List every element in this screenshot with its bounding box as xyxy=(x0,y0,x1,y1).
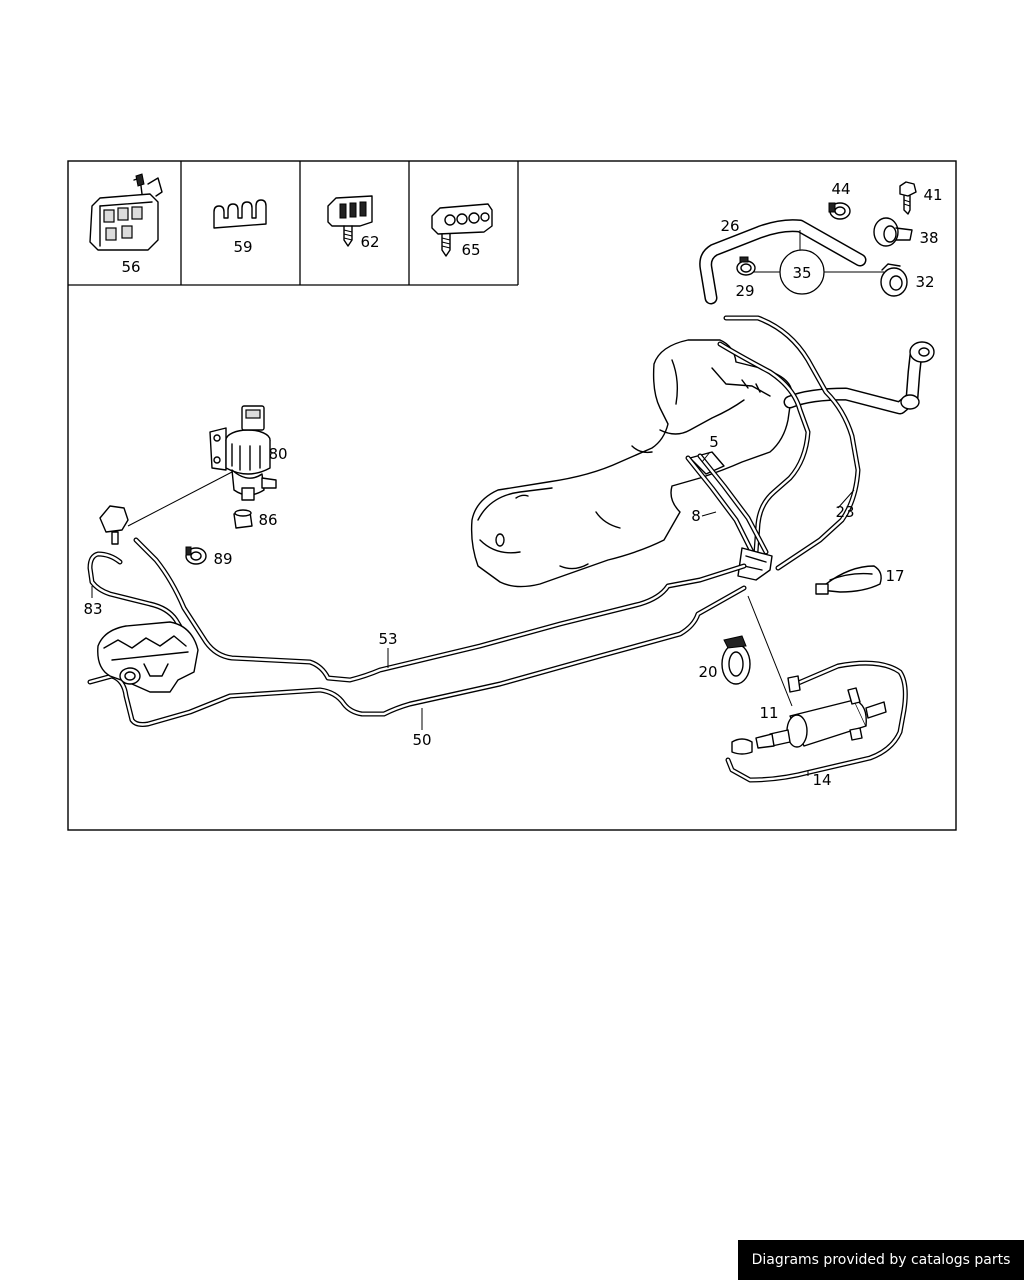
part-23-fuel-line[interactable] xyxy=(723,315,861,571)
part-53-fuel-line[interactable] xyxy=(133,537,747,683)
label-20: 20 xyxy=(698,663,717,681)
label-86: 86 xyxy=(258,511,277,529)
part-80-purge-valve[interactable] xyxy=(209,405,277,501)
part-17-cable-tie[interactable] xyxy=(815,565,882,595)
part-65-clip[interactable] xyxy=(431,203,493,257)
label-56: 56 xyxy=(121,258,140,276)
part-29-hose-clamp[interactable] xyxy=(736,256,756,276)
fuel-tank xyxy=(470,339,793,588)
purge-valve-connector xyxy=(99,505,129,545)
label-80: 80 xyxy=(268,445,287,463)
part-62-clip[interactable] xyxy=(327,195,373,247)
part-11-fuel-filter[interactable] xyxy=(731,687,887,755)
label-53: 53 xyxy=(378,630,397,648)
part-38-grommet[interactable] xyxy=(873,217,913,247)
part-83-vent-line[interactable] xyxy=(87,551,191,643)
label-23: 23 xyxy=(835,503,854,521)
label-89: 89 xyxy=(213,550,232,568)
label-32: 32 xyxy=(915,273,934,291)
label-29: 29 xyxy=(735,282,754,300)
tank-vent-line xyxy=(717,341,811,555)
label-41: 41 xyxy=(923,186,942,204)
line-junction xyxy=(737,547,773,581)
part-20-clamp[interactable] xyxy=(721,635,751,685)
label-50: 50 xyxy=(412,731,431,749)
diagram-frame xyxy=(67,160,957,831)
label-5: 5 xyxy=(709,433,719,451)
part-14-fuel-line[interactable] xyxy=(725,660,908,783)
part-89-clamp[interactable] xyxy=(185,546,207,565)
label-35: 35 xyxy=(792,264,811,282)
intake-manifold xyxy=(97,621,199,693)
small-parts-panel xyxy=(68,161,519,286)
credit-banner: Diagrams provided by catalogs parts xyxy=(738,1240,1024,1280)
part-44-clamp[interactable] xyxy=(828,202,851,220)
label-65: 65 xyxy=(461,241,480,259)
label-83: 83 xyxy=(83,600,102,618)
part-8-fuel-line[interactable] xyxy=(697,453,769,555)
part-41-bolt[interactable] xyxy=(899,181,917,215)
label-8: 8 xyxy=(691,507,701,525)
filler-hose[interactable] xyxy=(783,341,935,415)
leader-lines xyxy=(91,451,855,776)
part-50-fuel-line[interactable] xyxy=(87,585,747,727)
part-5-fuel-line[interactable] xyxy=(685,455,755,555)
label-44: 44 xyxy=(831,180,850,198)
part-59-triple-clip[interactable] xyxy=(213,199,267,229)
callout-labels: 56 59 62 65 44 41 26 38 35 29 32 80 5 86… xyxy=(83,180,942,789)
part-86-cap[interactable] xyxy=(233,509,253,529)
label-26: 26 xyxy=(720,217,739,235)
label-14: 14 xyxy=(812,771,831,789)
label-17: 17 xyxy=(885,567,904,585)
label-62: 62 xyxy=(360,233,379,251)
part-32-grommet[interactable] xyxy=(880,263,908,297)
label-38: 38 xyxy=(919,229,938,247)
label-59: 59 xyxy=(233,238,252,256)
part-56-line-holder[interactable] xyxy=(89,173,163,251)
label-11: 11 xyxy=(759,704,778,722)
part-26-vent-hose[interactable] xyxy=(699,219,867,305)
